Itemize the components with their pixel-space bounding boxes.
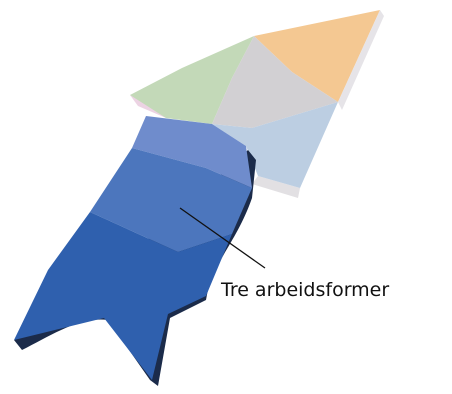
arrow-shaft-band-bottom	[14, 212, 232, 380]
arrow-head	[130, 10, 384, 198]
arrow-shaft-band-middle	[90, 148, 252, 252]
arrow-head-segment-blue	[212, 102, 338, 188]
arrow-shaft-band-top	[132, 116, 252, 188]
arrow-head-segment-green	[130, 36, 254, 124]
arrow-head-segment-gray	[212, 36, 338, 128]
arrow-head-tip-edge	[338, 10, 384, 110]
arrow-shaft	[14, 116, 256, 386]
arrow-head-edge-right	[252, 176, 300, 198]
callout: Tre arbeidsformer	[179, 207, 389, 301]
callout-leader-line	[179, 207, 266, 269]
callout-label: Tre arbeidsformer	[220, 279, 389, 301]
